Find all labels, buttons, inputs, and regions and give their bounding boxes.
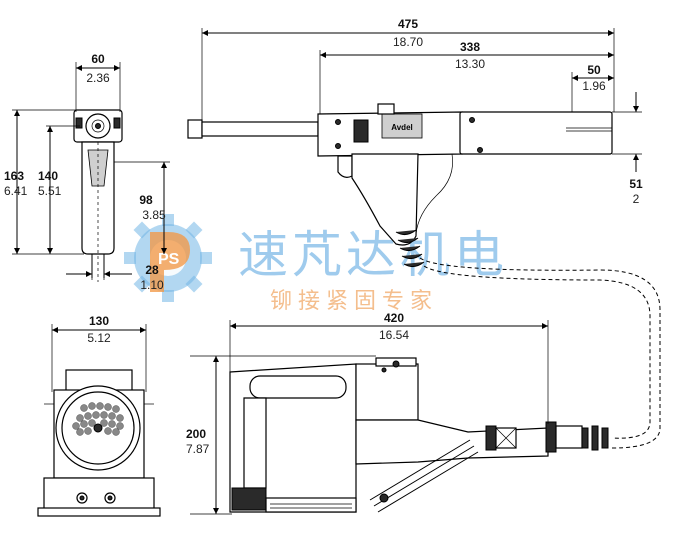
dim-grip-width-in: 1.10 bbox=[140, 278, 164, 292]
dim-side-height-total-in: 6.41 bbox=[4, 184, 28, 198]
watermark: PS 速芃达机电 铆接紧固专家 bbox=[124, 214, 504, 314]
dim-grip-height-mm: 98 bbox=[139, 193, 153, 207]
hose-connection-line bbox=[419, 257, 661, 449]
side-view-base-unit: 420 16.54 200 7.87 bbox=[186, 311, 609, 515]
dim-base-width-in: 5.12 bbox=[87, 331, 111, 345]
dim-grip-width-mm: 28 bbox=[145, 263, 159, 277]
watermark-logo-letters: PS bbox=[158, 251, 180, 268]
dim-side-height-total-mm: 163 bbox=[4, 169, 24, 183]
front-view-tool: 60 2.36 163 6.41 140 5.51 98 3.85 28 1.1… bbox=[4, 52, 170, 292]
dim-base-width-mm: 130 bbox=[89, 314, 109, 328]
side-view-rivet-tool: Avdel 475 18.70 338 13.30 50 bbox=[187, 17, 643, 268]
dim-tool-body-length-in: 13.30 bbox=[455, 57, 485, 71]
dim-grip-height-in: 3.85 bbox=[142, 208, 166, 222]
front-view-base-unit: 130 5.12 bbox=[37, 314, 161, 517]
dim-tool-rear-mm: 50 bbox=[587, 63, 601, 77]
watermark-subtitle: 铆接紧固专家 bbox=[270, 289, 438, 314]
dim-tool-total-length-mm: 475 bbox=[398, 17, 418, 31]
dim-side-width-mm: 60 bbox=[91, 52, 105, 66]
watermark-gear-logo-icon: PS bbox=[124, 214, 212, 302]
dim-tool-total-length-in: 18.70 bbox=[393, 35, 423, 49]
brand-label: Avdel bbox=[391, 123, 413, 132]
dim-base-length-mm: 420 bbox=[384, 311, 404, 325]
dim-tool-height-in: 2 bbox=[633, 192, 640, 206]
dim-tool-body-length-mm: 338 bbox=[460, 40, 480, 54]
dim-side-height-body-in: 5.51 bbox=[38, 184, 62, 198]
dim-base-height-in: 7.87 bbox=[186, 442, 210, 456]
dim-base-length-in: 16.54 bbox=[379, 328, 409, 342]
dim-tool-rear-in: 1.96 bbox=[582, 79, 606, 93]
base-hose-coupling bbox=[581, 425, 609, 451]
hose-spring bbox=[395, 229, 425, 268]
dim-tool-height-mm: 51 bbox=[629, 177, 643, 191]
dim-side-height-body-mm: 140 bbox=[38, 169, 58, 183]
dim-base-height-mm: 200 bbox=[186, 427, 206, 441]
dim-side-width-in: 2.36 bbox=[86, 71, 110, 85]
